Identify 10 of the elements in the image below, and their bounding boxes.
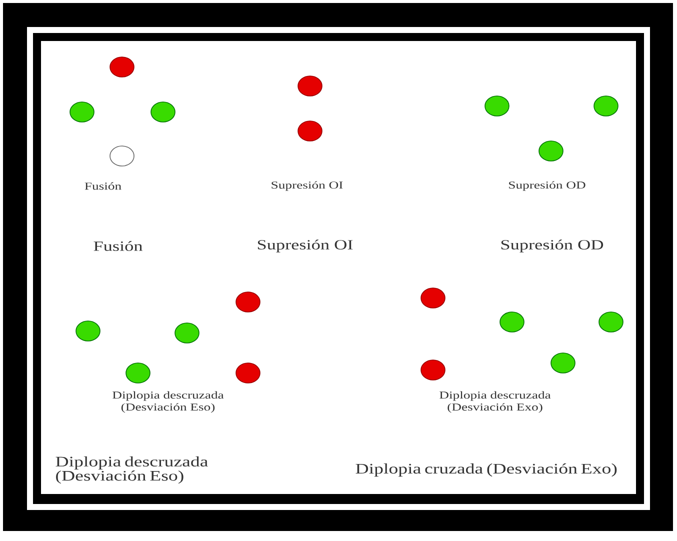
label: Diplopia descruzada (Desviación Eso) (56, 456, 208, 484)
label: Fusión (94, 241, 143, 251)
label: Diplopia cruzada (Desviación Exo) (356, 463, 617, 477)
label: Supresión OI (258, 240, 353, 252)
caption: Diplopia descruzada (Desviación Exo) (440, 391, 551, 413)
caption: Supresión OD (509, 181, 586, 191)
caption: Diplopia descruzada (Desviación Eso) (112, 391, 224, 413)
label: Supresión OD (501, 240, 604, 252)
caption: Fusión (84, 182, 122, 190)
caption: Supresión OI (272, 181, 343, 191)
